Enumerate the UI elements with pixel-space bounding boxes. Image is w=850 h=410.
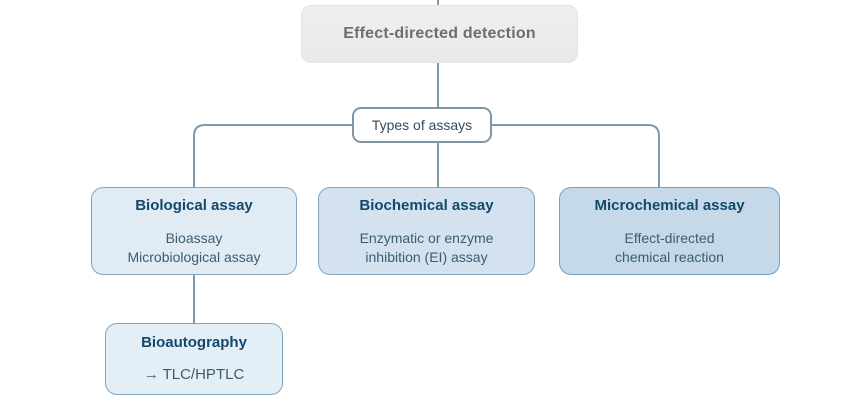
node-body: Bioassay Microbiological assay xyxy=(92,229,296,267)
node-body-line-arrow-tlc-hptlc: → TLC/HPTLC xyxy=(143,366,245,383)
node-microchemical-assay: Microchemical assay Effect-directed chem… xyxy=(559,187,780,275)
node-body: Effect-directed chemical reaction xyxy=(560,229,779,267)
connector-gateway-to-microchemical xyxy=(492,124,660,187)
node-body-line: Bioassay xyxy=(165,230,223,246)
connector-gateway-to-biological xyxy=(193,124,352,187)
node-title: Microchemical assay xyxy=(594,197,745,214)
root-node-label: Effect-directed detection xyxy=(343,25,536,42)
node-body-line: Effect-directed xyxy=(624,230,715,246)
node-body-line: chemical reaction xyxy=(615,249,724,265)
node-body: Enzymatic or enzyme inhibition (EI) assa… xyxy=(319,229,534,267)
gateway-node-types-of-assays: Types of assays xyxy=(352,107,492,143)
node-body-line: inhibition (EI) assay xyxy=(365,249,488,265)
node-body-line: Enzymatic or enzyme xyxy=(359,230,494,246)
node-title: Biochemical assay xyxy=(359,197,494,214)
root-node-effect-directed-detection: Effect-directed detection xyxy=(301,5,578,63)
node-title: Bioautography xyxy=(141,334,247,351)
node-bioautography: Bioautography → TLC/HPTLC xyxy=(105,323,283,395)
node-body-line: Microbiological assay xyxy=(127,249,261,265)
node-biochemical-assay: Biochemical assay Enzymatic or enzyme in… xyxy=(318,187,535,275)
node-title: Biological assay xyxy=(135,197,253,214)
node-biological-assay: Biological assay Bioassay Microbiologica… xyxy=(91,187,297,275)
node-body: → TLC/HPTLC xyxy=(106,365,282,384)
gateway-node-label: Types of assays xyxy=(371,117,473,133)
